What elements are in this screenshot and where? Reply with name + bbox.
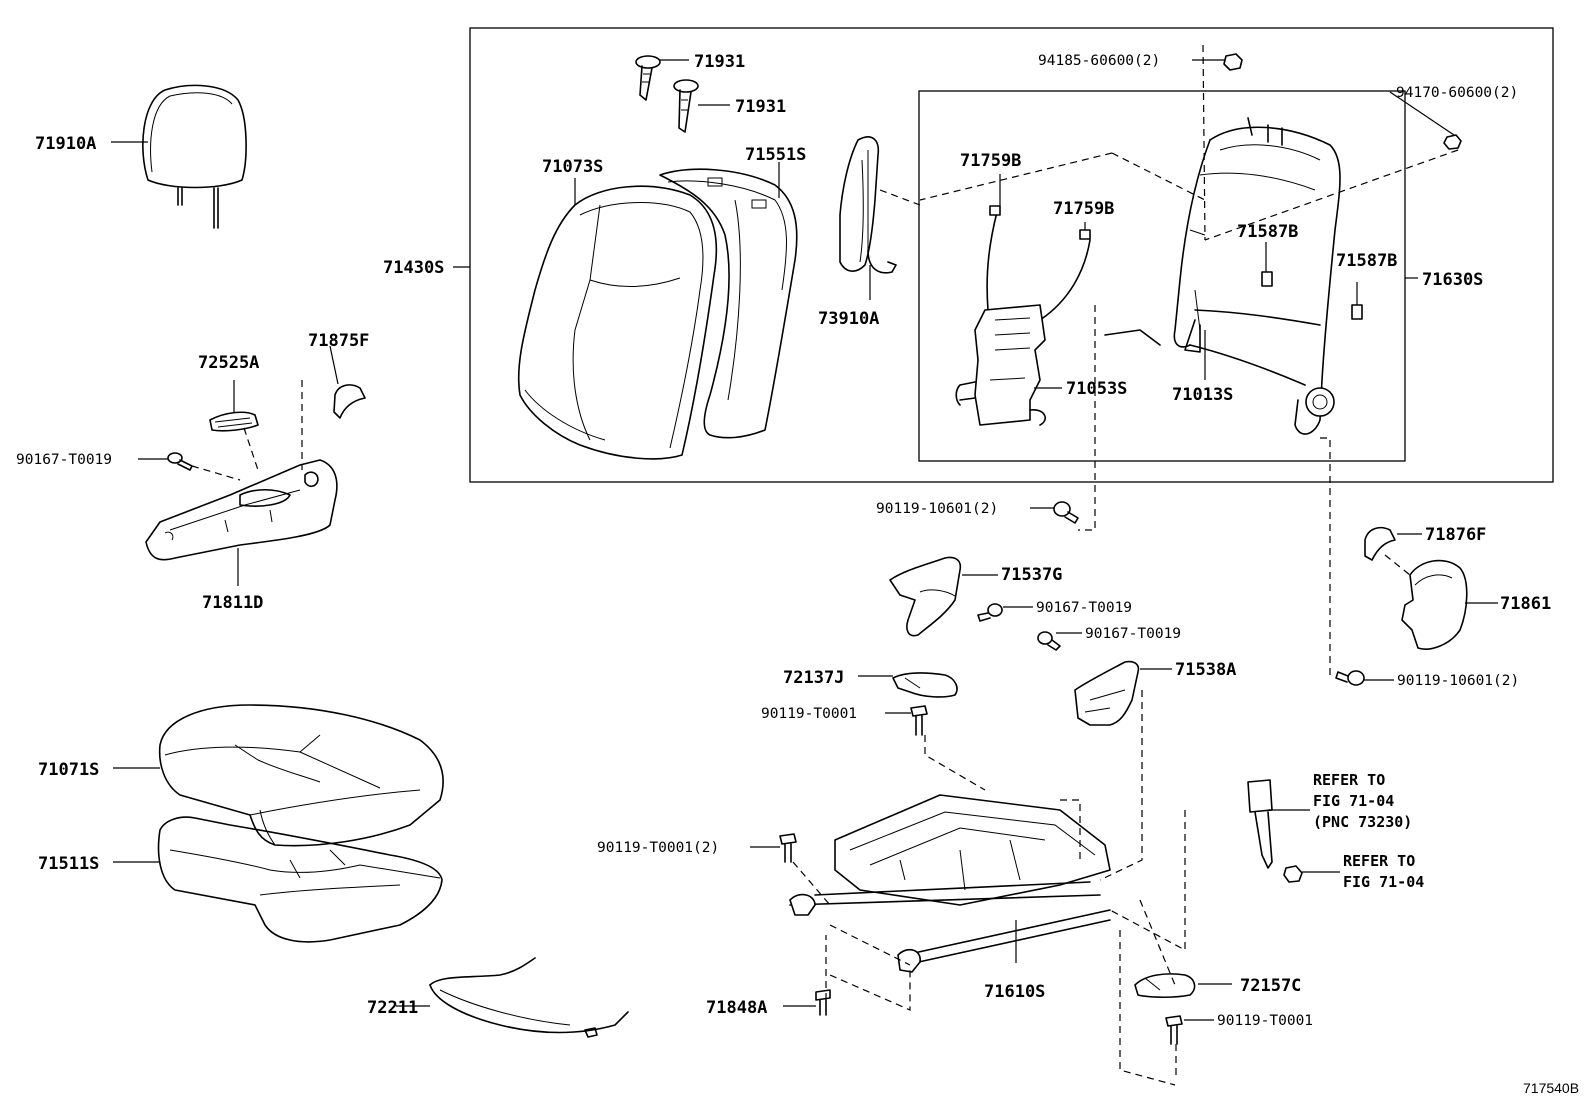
headrest[interactable] bbox=[142, 84, 247, 229]
label-71511S: 71511S bbox=[38, 854, 99, 874]
bolt-71848A[interactable] bbox=[815, 989, 831, 1016]
label-73910A: 73910A bbox=[818, 309, 879, 329]
label-90119-T0001-mid: 90119-T0001 bbox=[761, 706, 857, 722]
belt-nut[interactable] bbox=[1283, 865, 1303, 883]
seatback-assembly-frame bbox=[469, 27, 1554, 483]
ref-nut-line1: REFER TO bbox=[1343, 852, 1415, 870]
label-71551S: 71551S bbox=[745, 145, 806, 165]
bolt-90119-10601-right[interactable] bbox=[1335, 670, 1365, 686]
label-71430S: 71430S bbox=[383, 258, 444, 278]
nut-94185[interactable] bbox=[1223, 53, 1243, 71]
bolt-90119-T0001-mid[interactable] bbox=[910, 705, 928, 736]
label-72157C: 72157C bbox=[1240, 976, 1301, 996]
bolt-90119-10601-mid[interactable] bbox=[1053, 501, 1079, 524]
headrest-support-guide-upper[interactable] bbox=[635, 55, 661, 101]
figure-id: 717540B bbox=[1523, 1080, 1579, 1096]
label-71587B-left: 71587B bbox=[1237, 222, 1298, 242]
seat-side-airbag[interactable] bbox=[839, 136, 897, 274]
label-90167-T0019-mid-b: 90167-T0019 bbox=[1085, 626, 1181, 642]
label-71876F: 71876F bbox=[1425, 525, 1486, 545]
lumbar-support-wire-assembly[interactable] bbox=[955, 205, 1091, 426]
recliner-cover-outer[interactable] bbox=[1401, 559, 1468, 650]
ref-belt-line1: REFER TO bbox=[1313, 771, 1385, 789]
screw-90167-mid-a[interactable] bbox=[977, 603, 1003, 622]
nut-94170[interactable] bbox=[1443, 134, 1462, 150]
screw-90167-left[interactable] bbox=[167, 452, 193, 471]
seat-cushion-pad[interactable] bbox=[157, 816, 443, 943]
label-71931-lower: 71931 bbox=[735, 97, 786, 117]
label-72137J: 72137J bbox=[783, 668, 844, 688]
label-71910A: 71910A bbox=[35, 134, 96, 154]
label-94185-60600: 94185-60600(2) bbox=[1038, 53, 1160, 69]
seatback-frame[interactable] bbox=[1104, 117, 1363, 435]
label-71073S: 71073S bbox=[542, 157, 603, 177]
bolt-90119-T0001-lower[interactable] bbox=[1165, 1015, 1183, 1045]
ref-belt-line2: FIG 71-04 bbox=[1313, 792, 1394, 810]
label-72525A: 72525A bbox=[198, 353, 259, 373]
label-71811D: 71811D bbox=[202, 593, 263, 613]
headrest-support-guide-lower[interactable] bbox=[673, 79, 699, 133]
label-71053S: 71053S bbox=[1066, 379, 1127, 399]
label-94170-60600: 94170-60600(2) bbox=[1396, 85, 1518, 101]
recliner-cover-inner-right[interactable] bbox=[1364, 526, 1396, 561]
seat-adjuster-knob-cover[interactable] bbox=[892, 672, 958, 698]
label-71587B-right: 71587B bbox=[1336, 251, 1397, 271]
seatback-pad[interactable] bbox=[659, 168, 798, 439]
bolt-90119-T0001-left[interactable] bbox=[779, 833, 797, 863]
seat-track-cover-inner[interactable] bbox=[889, 556, 962, 637]
label-71931-upper: 71931 bbox=[694, 52, 745, 72]
seatback-cover[interactable] bbox=[517, 185, 718, 460]
label-71630S: 71630S bbox=[1422, 270, 1483, 290]
label-71759B-left: 71759B bbox=[960, 151, 1021, 171]
ref-nut-line2: FIG 71-04 bbox=[1343, 873, 1424, 891]
label-71759B-right: 71759B bbox=[1053, 199, 1114, 219]
label-71875F: 71875F bbox=[308, 331, 369, 351]
seat-cushion-wire[interactable] bbox=[429, 957, 629, 1038]
label-71610S: 71610S bbox=[984, 982, 1045, 1002]
label-90167-T0019-mid-a: 90167-T0019 bbox=[1036, 600, 1132, 616]
label-71013S: 71013S bbox=[1172, 385, 1233, 405]
label-90119-T0001-lower: 90119-T0001 bbox=[1217, 1013, 1313, 1029]
label-71537G: 71537G bbox=[1001, 565, 1062, 585]
label-90119-T0001-left: 90119-T0001(2) bbox=[597, 840, 719, 856]
label-71538A: 71538A bbox=[1175, 660, 1236, 680]
label-71071S: 71071S bbox=[38, 760, 99, 780]
label-90119-10601-right: 90119-10601(2) bbox=[1397, 673, 1519, 689]
screw-90167-mid-b[interactable] bbox=[1037, 631, 1061, 651]
reclining-adjuster-cover[interactable] bbox=[145, 459, 338, 561]
label-71848A: 71848A bbox=[706, 998, 767, 1018]
ref-belt-line3: (PNC 73230) bbox=[1313, 813, 1412, 831]
track-cover-72157C[interactable] bbox=[1134, 973, 1196, 999]
seat-track-adjuster[interactable] bbox=[789, 794, 1111, 973]
seat-cushion-cover[interactable] bbox=[158, 704, 444, 847]
seatback-frame-subassembly-box bbox=[918, 90, 1406, 462]
recliner-release-handle[interactable] bbox=[209, 411, 259, 432]
label-90167-T0019-left: 90167-T0019 bbox=[16, 452, 112, 468]
seat-belt-buckle[interactable] bbox=[1247, 779, 1273, 869]
label-72211: 72211 bbox=[367, 998, 418, 1018]
seat-track-cover-outer[interactable] bbox=[1074, 660, 1140, 726]
label-71861: 71861 bbox=[1500, 594, 1551, 614]
label-90119-10601-mid: 90119-10601(2) bbox=[876, 501, 998, 517]
recliner-cover-inner[interactable] bbox=[333, 384, 366, 419]
